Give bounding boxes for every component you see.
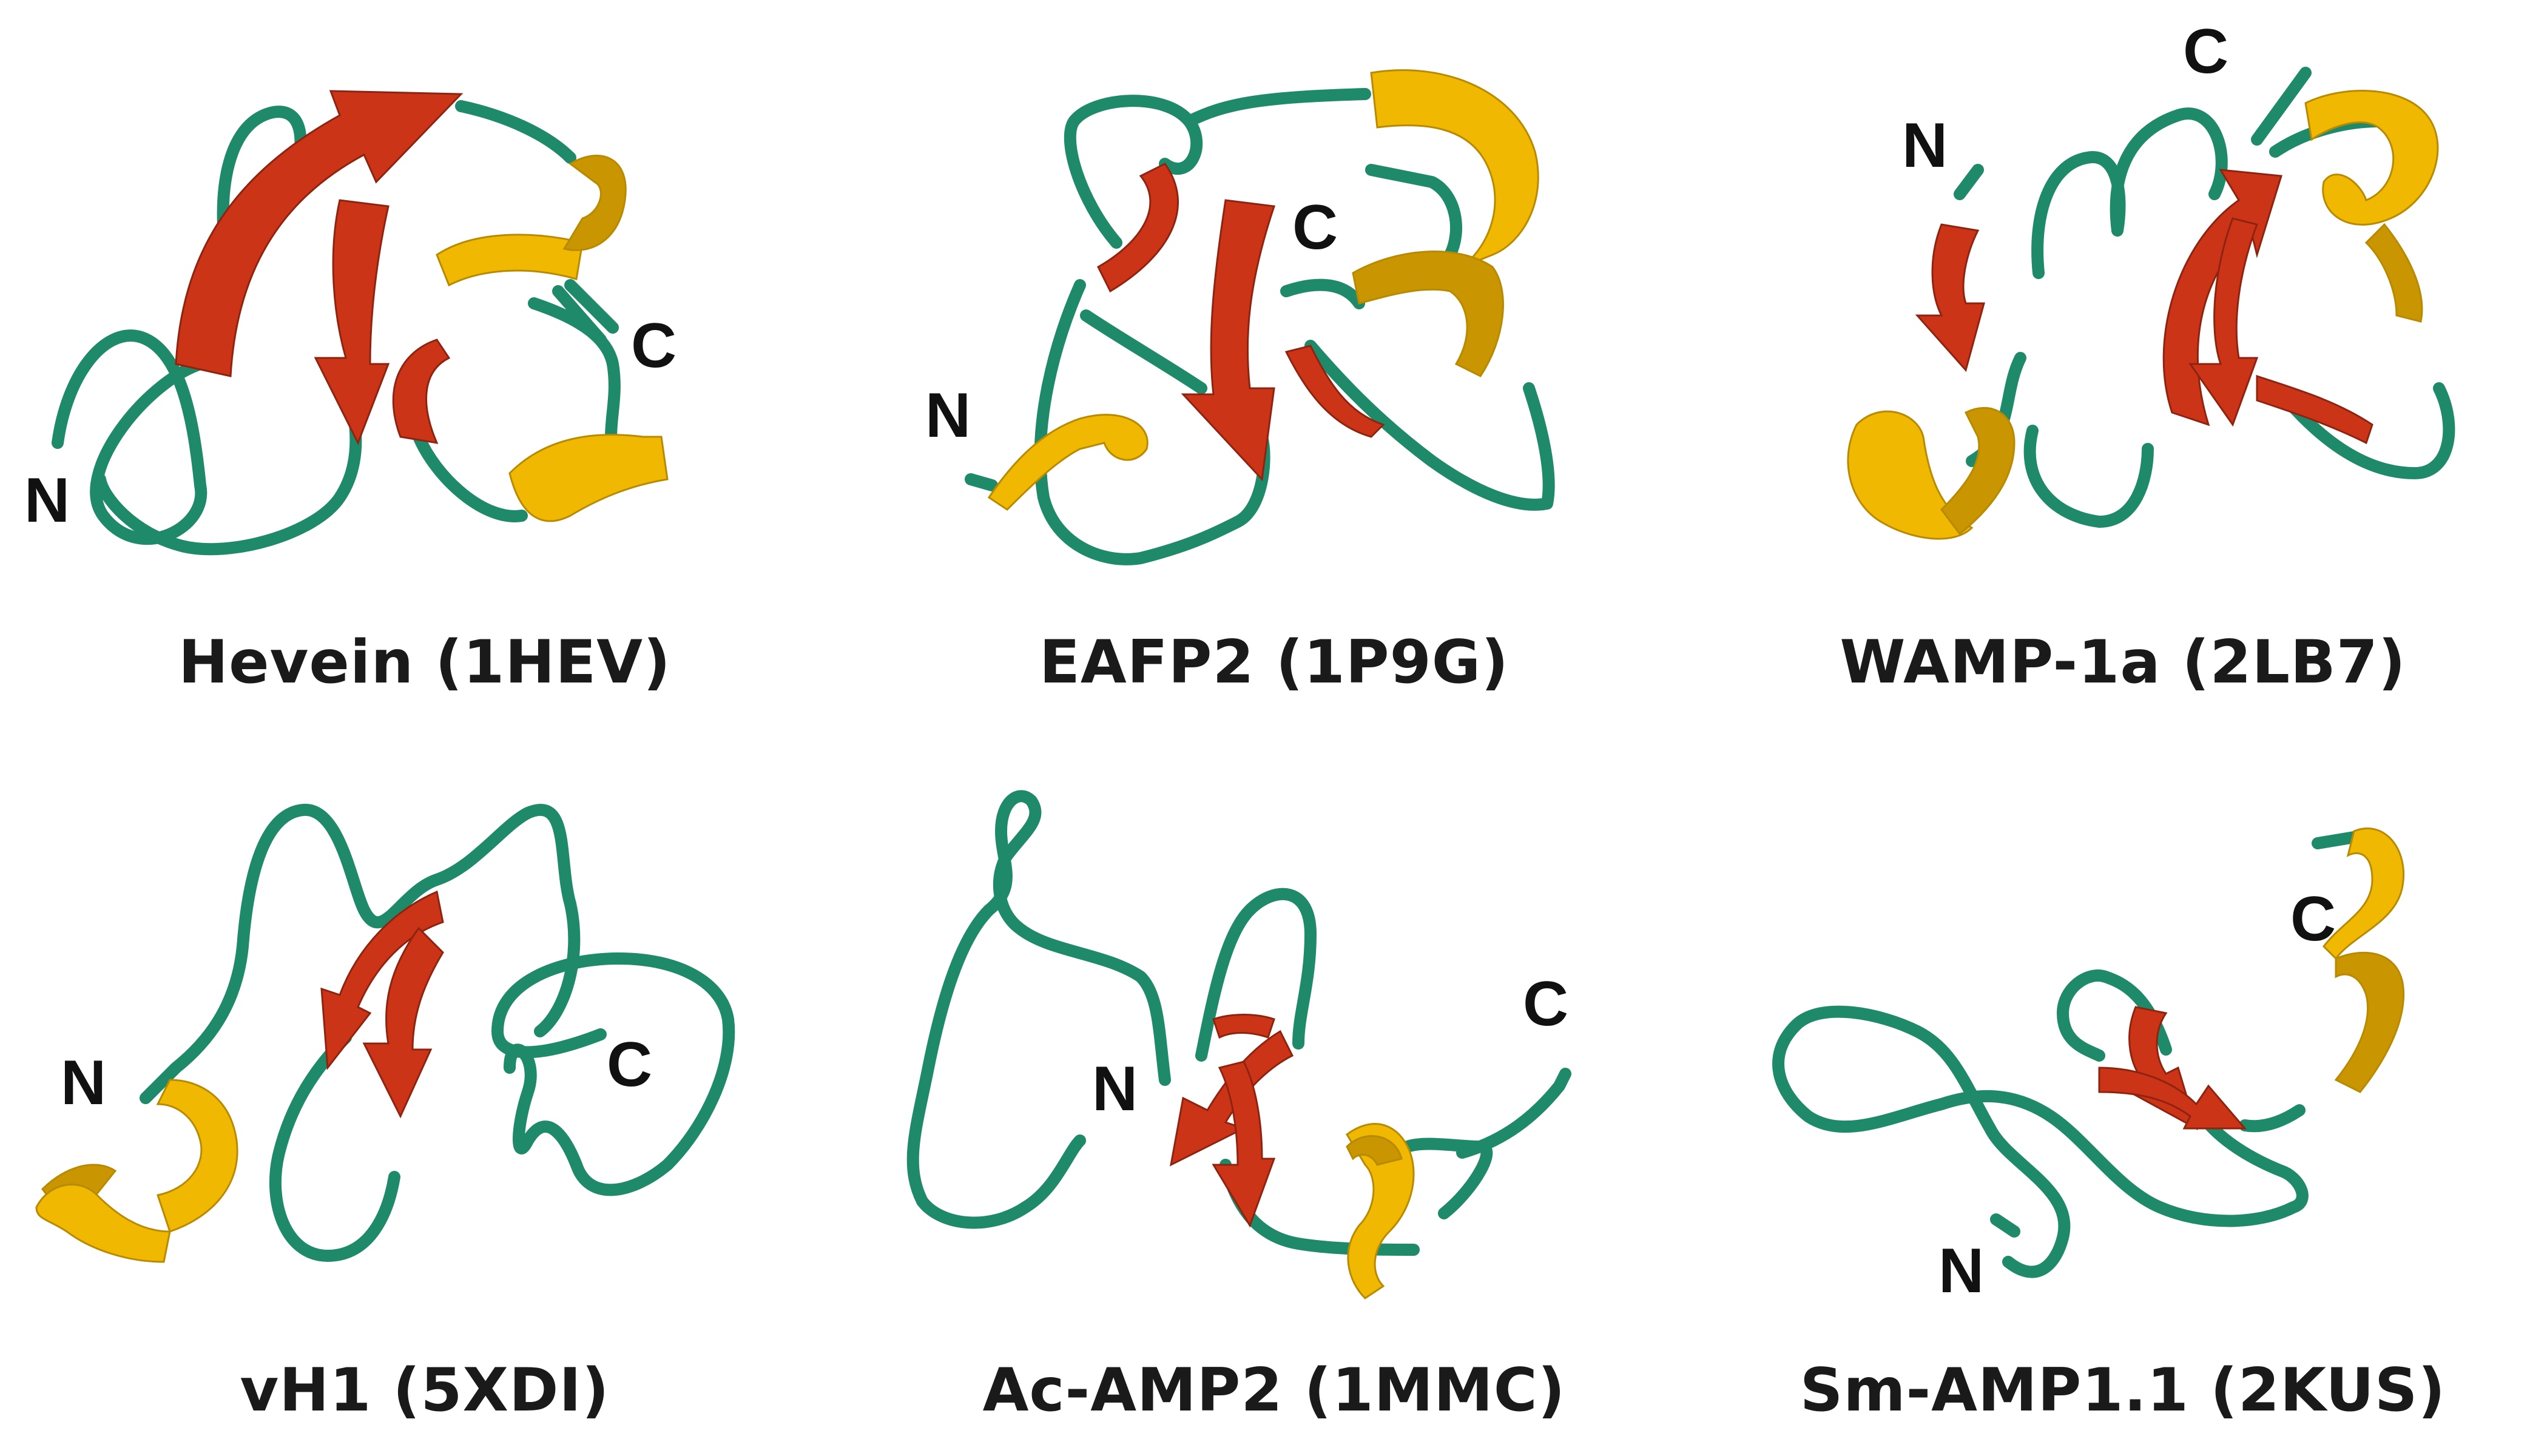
coil	[1772, 1005, 2309, 1278]
coil	[2281, 382, 2455, 479]
coil	[140, 804, 581, 1104]
caption-hevein: Hevein (1HEV)	[178, 628, 671, 697]
c-terminus-label: C	[1292, 192, 1338, 263]
structure-hevein: N C	[24, 90, 676, 556]
coil	[1195, 888, 1317, 1062]
c-terminus-label: C	[631, 311, 676, 381]
caption-wamp1a: WAMP-1a (2LB7)	[1840, 628, 2406, 697]
coil	[1365, 164, 1462, 261]
c-terminus-label: C	[1523, 969, 1568, 1039]
alpha-helix	[2304, 90, 2439, 226]
coil	[1064, 88, 1371, 249]
alpha-helix	[35, 1184, 171, 1263]
alpha-helix	[2323, 827, 2404, 960]
panel-acamp2: N C Ac-AMP2 (1MMC)	[849, 728, 1699, 1456]
caption-vh1: vH1 (5XDI)	[240, 1356, 610, 1425]
alpha-helix	[436, 234, 584, 287]
coil	[491, 952, 735, 1196]
c-terminus-label: C	[2290, 884, 2336, 954]
alpha-helix	[2364, 223, 2423, 323]
alpha-helix	[1346, 1135, 1403, 1166]
beta-strand	[362, 926, 444, 1119]
alpha-helix	[1346, 1123, 1415, 1299]
panel-hevein: N C Hevein (1HEV)	[0, 0, 849, 728]
alpha-helix	[1847, 410, 1974, 540]
structure-vh1: N C	[35, 804, 735, 1263]
structure-smamp11: C N	[1772, 827, 2404, 1306]
alpha-helix	[508, 434, 669, 522]
caption-smamp11: Sm-AMP1.1 (2KUS)	[1800, 1356, 2446, 1425]
structure-wamp1a: N C	[1847, 16, 2455, 540]
coil	[1990, 831, 2360, 1238]
beta-strand	[2098, 1067, 2247, 1130]
coil	[94, 358, 362, 556]
n-terminus-label: N	[61, 1048, 106, 1118]
panel-eafp2: N C EAFP2 (1P9G)	[849, 0, 1699, 728]
coil	[1080, 278, 1555, 511]
alpha-helix	[2334, 951, 2404, 1093]
coil	[52, 106, 307, 545]
coil	[2057, 969, 2172, 1062]
caption-acamp2: Ac-AMP2 (1MMC)	[982, 1356, 1566, 1425]
beta-strand	[1181, 199, 1276, 482]
coil	[413, 100, 621, 522]
beta-strand	[1212, 1014, 1275, 1039]
c-terminus-label: C	[607, 1030, 652, 1100]
alpha-helix	[1370, 69, 1539, 268]
structure-acamp2: N C	[906, 790, 1571, 1299]
caption-eafp2: EAFP2 (1P9G)	[1039, 628, 1510, 697]
beta-strand	[2188, 217, 2259, 427]
n-terminus-label: N	[24, 465, 70, 536]
panel-wamp1a: N C WAMP-1a (2LB7)	[1699, 0, 2547, 728]
beta-strand	[2256, 374, 2373, 445]
beta-strand	[1212, 1060, 1276, 1228]
beta-strand	[314, 199, 390, 445]
beta-strand	[1097, 163, 1179, 293]
n-terminus-label: N	[1938, 1236, 1984, 1306]
c-terminus-label: C	[2183, 16, 2228, 87]
coil	[552, 279, 619, 346]
beta-strand	[1284, 345, 1385, 438]
panel-vh1: N C vH1 (5XDI)	[0, 728, 849, 1456]
beta-strand	[1915, 223, 1985, 372]
alpha-helix	[987, 414, 1149, 511]
alpha-helix	[156, 1079, 238, 1233]
coil	[906, 790, 1171, 1229]
structure-eafp2: N C	[925, 69, 1555, 565]
n-terminus-label: N	[925, 380, 971, 451]
alpha-helix	[562, 155, 627, 251]
alpha-helix	[1940, 406, 2016, 536]
beta-strand	[175, 90, 464, 377]
n-terminus-label: N	[1092, 1054, 1138, 1124]
n-terminus-label: N	[1902, 110, 1948, 181]
alpha-helix	[1352, 251, 1504, 377]
coil	[269, 1031, 400, 1262]
panel-smamp11: C N Sm-AMP1.1 (2KUS)	[1699, 728, 2547, 1456]
coil	[965, 279, 1270, 565]
beta-strand	[392, 339, 451, 444]
